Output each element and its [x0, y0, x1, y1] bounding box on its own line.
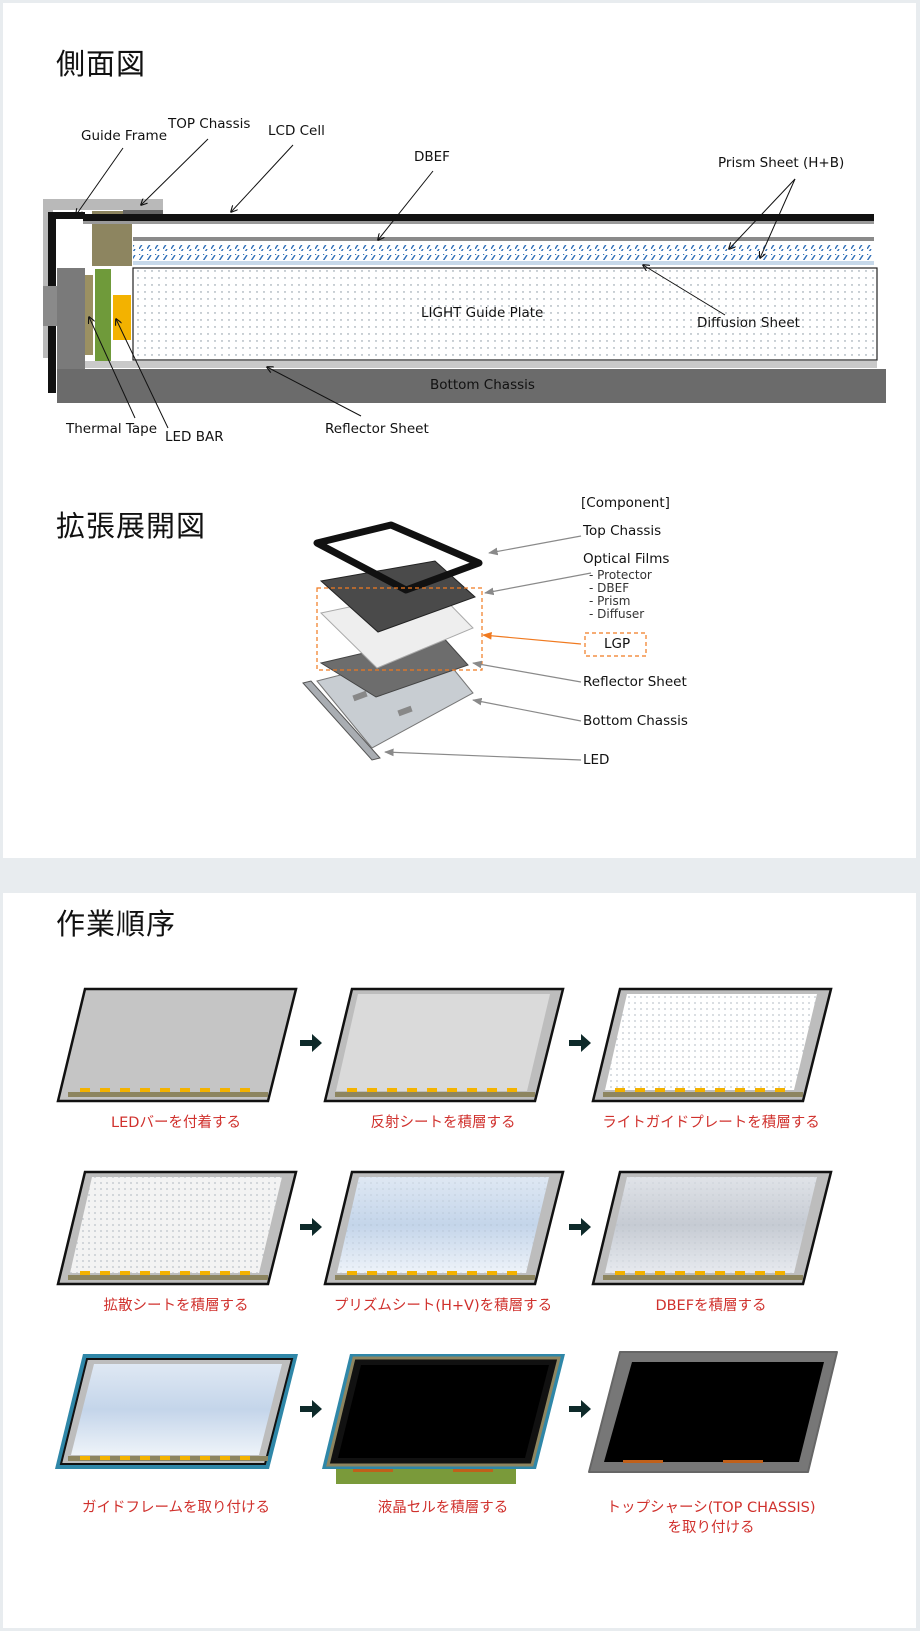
label-lcd-cell: LCD Cell — [268, 123, 325, 139]
guide-frame-left-block — [43, 286, 57, 326]
label-thermal-tape: Thermal Tape — [66, 421, 158, 437]
label-bottom-chassis: Bottom Chassis — [430, 377, 535, 393]
step-8-illustration — [322, 1354, 565, 1484]
step-arrow-2 — [569, 1034, 591, 1052]
dbef-shape — [133, 237, 874, 241]
label-prism-sheet: Prism Sheet (H+B) — [718, 155, 845, 171]
step-3-caption: ライトガイドプレートを積層する — [602, 1115, 820, 1131]
side-view-title: 側面図 — [56, 47, 147, 81]
label-reflector-sheet: Reflector Sheet — [325, 421, 429, 437]
label-led-bar: LED BAR — [165, 429, 224, 445]
label-guide-frame: Guide Frame — [81, 128, 167, 144]
label-top-chassis: TOP Chassis — [168, 116, 251, 132]
exploded-view-diagram — [302, 521, 647, 761]
led-rod-shape — [302, 680, 381, 761]
lcd-cell-shape — [83, 214, 874, 221]
work-order-diagram — [55, 987, 838, 1484]
lgp-label-box — [584, 632, 647, 657]
step-9-caption-line1: トップシャーシ(TOP CHASSIS) — [606, 1500, 816, 1516]
step-7-illustration — [55, 1354, 298, 1469]
label-exploded-top-chassis: Top Chassis — [583, 523, 662, 539]
label-exploded-bottom-chassis: Bottom Chassis — [583, 713, 688, 729]
label-exploded-led: LED — [583, 752, 610, 768]
film-item-dbef: - DBEF — [589, 581, 630, 595]
lgp-highlight-box — [316, 587, 483, 671]
led-shape — [113, 295, 131, 340]
step-9-illustration — [588, 1351, 838, 1473]
film-item-diffuser: - Diffuser — [589, 607, 645, 621]
diffusion-sheet-shape — [133, 261, 874, 265]
step-9-caption-line2: を取り付ける — [667, 1520, 755, 1536]
step-2-caption: 反射シートを積層する — [370, 1115, 516, 1131]
step-1-caption: LEDバーを付着する — [111, 1115, 241, 1131]
step-arrow-5 — [300, 1400, 322, 1418]
film-item-protector: - Protector — [589, 568, 652, 582]
step-6-illustration — [591, 1170, 833, 1286]
step-4-caption: 拡散シートを積層する — [103, 1298, 249, 1314]
step-8-caption: 液晶セルを積層する — [377, 1500, 509, 1516]
step-arrow-3 — [300, 1218, 322, 1236]
label-diffusion-sheet: Diffusion Sheet — [697, 315, 800, 331]
component-header: [Component] — [581, 495, 670, 511]
label-dbef: DBEF — [414, 149, 450, 165]
thermal-tape-shape — [85, 275, 93, 355]
label-light-guide-plate: LIGHT Guide Plate — [421, 305, 544, 321]
work-order-panel: 作業順序 — [3, 893, 916, 1628]
work-order-title: 作業順序 — [56, 907, 177, 941]
step-4-illustration — [56, 1170, 298, 1286]
step-7-caption: ガイドフレームを取り付ける — [81, 1500, 271, 1516]
step-1-illustration — [56, 987, 298, 1103]
film-item-prism: - Prism — [589, 594, 631, 608]
step-5-illustration — [323, 1170, 565, 1286]
structure-panel: 側面図 — [3, 3, 916, 858]
reflector-sheet-shape — [85, 361, 877, 368]
label-lgp: LGP — [604, 636, 631, 652]
bottom-chassis-shape — [57, 369, 886, 403]
exploded-view-title: 拡張展開図 — [56, 509, 207, 543]
exploded-top-chassis — [313, 521, 483, 594]
step-arrow-4 — [569, 1218, 591, 1236]
step-arrow-6 — [569, 1400, 591, 1418]
step-5-caption: プリズムシート(H+V)を積層する — [333, 1298, 553, 1314]
label-optical-films: Optical Films — [583, 551, 670, 567]
label-exploded-reflector: Reflector Sheet — [583, 674, 687, 690]
step-arrow-1 — [300, 1034, 322, 1052]
step-2-illustration — [323, 987, 565, 1103]
side-view-diagram — [43, 138, 886, 761]
step-3-illustration — [591, 987, 833, 1103]
step-6-caption: DBEFを積層する — [655, 1298, 767, 1314]
prism-sheet-shape — [133, 245, 874, 251]
